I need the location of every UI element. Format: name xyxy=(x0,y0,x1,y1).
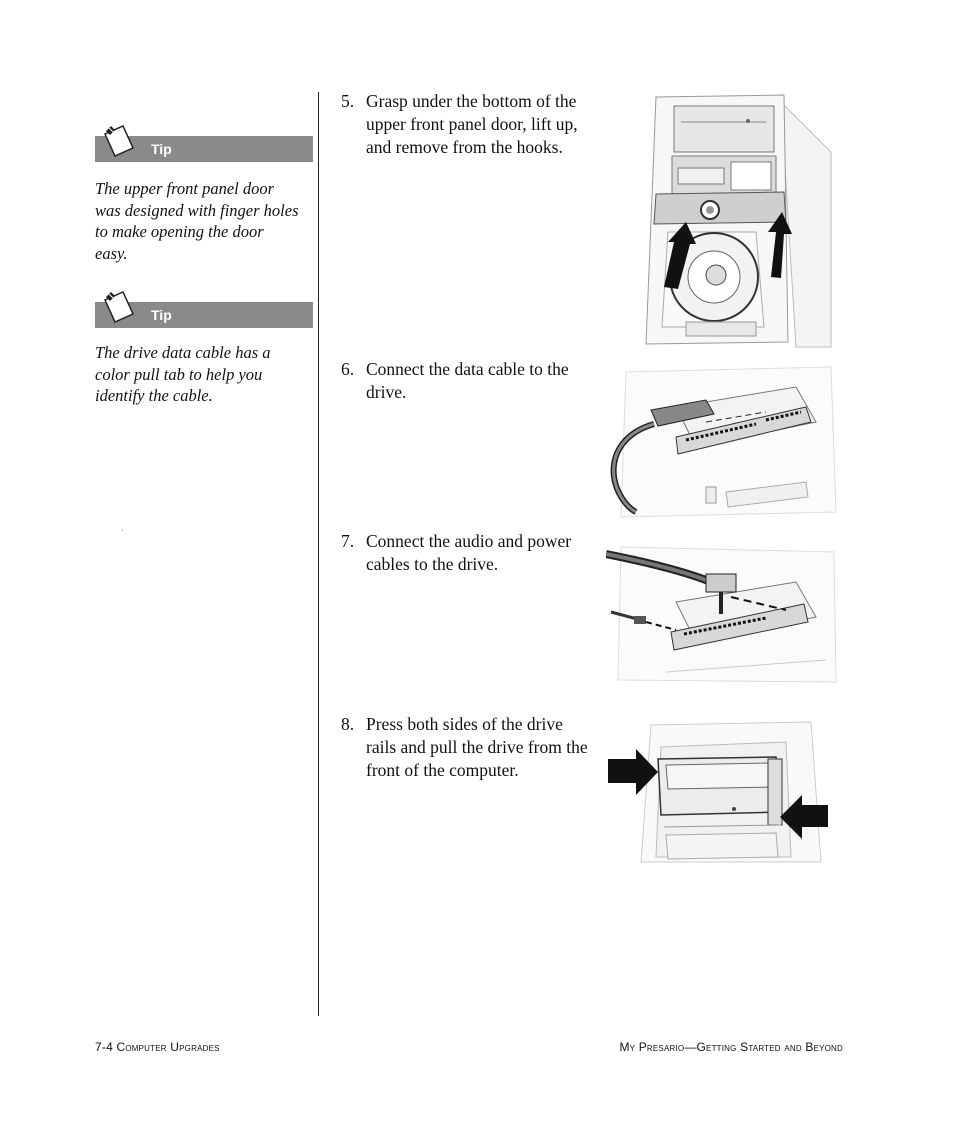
note-pad-icon xyxy=(104,125,134,157)
step-text: Grasp under the bottom of the upper fron… xyxy=(366,91,578,157)
step-number: 8. xyxy=(341,714,355,734)
tip-text: The upper front panel door was designed … xyxy=(95,179,299,263)
front-panel-door-illustration xyxy=(645,94,832,348)
note-pad-icon xyxy=(104,291,134,323)
step-item: 8. Press both sides of the drive rails a… xyxy=(341,713,596,782)
tip-label: Tip xyxy=(151,307,172,323)
footer-chapter: 7-4 Computer Upgrades xyxy=(95,1040,220,1054)
stray-mark: ' xyxy=(122,528,124,537)
drive-removal-illustration xyxy=(608,721,828,863)
step-text: Connect the audio and power cables to th… xyxy=(366,531,572,574)
tip-text: The drive data cable has a color pull ta… xyxy=(95,343,271,405)
audio-power-cables-illustration xyxy=(606,546,837,683)
step-item: 7. Connect the audio and power cables to… xyxy=(341,530,596,576)
tip-header: Tip xyxy=(95,291,313,328)
step-number: 6. xyxy=(341,359,355,379)
column-divider xyxy=(318,92,319,1016)
tip-label: Tip xyxy=(151,141,172,157)
step-number: 7. xyxy=(341,531,355,551)
footer-book-title: My Presario—Getting Started and Beyond xyxy=(619,1040,843,1054)
data-cable-connection-illustration xyxy=(610,366,837,518)
step-text: Press both sides of the drive rails and … xyxy=(366,714,588,780)
tip-header: Tip xyxy=(95,125,313,162)
step-text: Connect the data cable to the drive. xyxy=(366,359,569,402)
step-item: 6. Connect the data cable to the drive. xyxy=(341,358,596,404)
step-number: 5. xyxy=(341,91,355,111)
step-item: 5. Grasp under the bottom of the upper f… xyxy=(341,90,596,159)
